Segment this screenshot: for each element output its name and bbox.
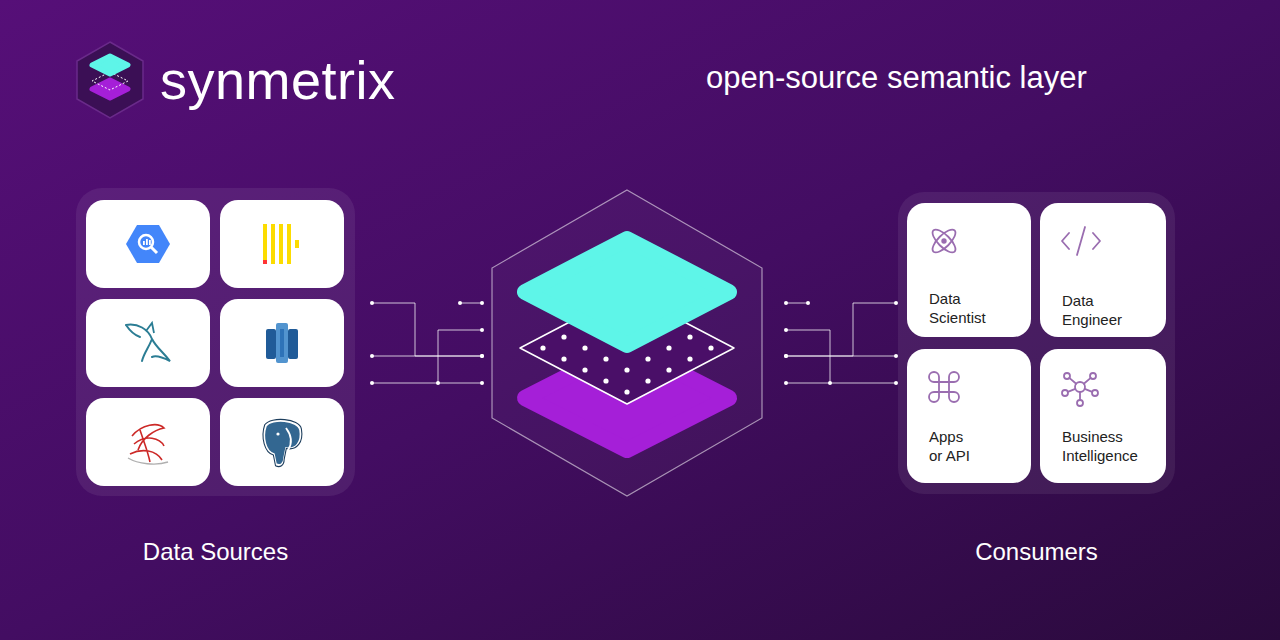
code-icon xyxy=(1040,203,1110,273)
layer-dot xyxy=(708,345,713,350)
sqlserver-logo xyxy=(128,425,168,464)
center-hexagon xyxy=(492,190,762,496)
source-tile xyxy=(86,200,210,288)
net-icon xyxy=(1040,349,1110,419)
logo-hexagon xyxy=(77,42,143,118)
wire-end xyxy=(370,354,374,358)
bigquery-logo xyxy=(126,225,170,263)
layer-dot xyxy=(603,378,608,383)
logo-mark xyxy=(77,42,143,118)
source-tile xyxy=(220,398,344,486)
brand-title: synmetrix xyxy=(160,50,396,110)
wire xyxy=(786,356,896,357)
wire xyxy=(786,303,808,304)
wire-end xyxy=(436,381,440,385)
logo-layer xyxy=(92,56,128,74)
layer-dot xyxy=(624,389,629,394)
layer-dot xyxy=(666,367,671,372)
wire-end xyxy=(480,354,484,358)
wire-end xyxy=(784,354,788,358)
wire-end xyxy=(370,381,374,385)
tile-label: Business Intelligence xyxy=(1062,427,1158,465)
wire xyxy=(372,383,482,384)
layer-dot xyxy=(582,345,587,350)
panel-heading: Data Sources xyxy=(76,538,355,566)
tagline: open-source semantic layer xyxy=(706,60,1087,96)
wire-end xyxy=(784,381,788,385)
wire-end xyxy=(370,301,374,305)
source-tile xyxy=(86,398,210,486)
layer-dot xyxy=(687,334,692,339)
wire-end xyxy=(784,328,788,332)
tile-label: Data Scientist xyxy=(929,289,1013,327)
wire-end xyxy=(480,328,484,332)
postgresql-logo xyxy=(263,419,302,466)
wire xyxy=(460,303,482,304)
layer-dot xyxy=(666,345,671,350)
layer-dot xyxy=(645,356,650,361)
consumer-tile: Data Scientist xyxy=(907,203,1031,337)
layer-dot xyxy=(561,356,566,361)
wire-end xyxy=(828,381,832,385)
wire-end xyxy=(480,354,484,358)
atom-icon xyxy=(907,203,977,273)
wire xyxy=(786,383,896,384)
wire-end xyxy=(784,301,788,305)
wires xyxy=(370,301,898,385)
redshift-logo xyxy=(266,323,298,363)
layer-dot xyxy=(645,378,650,383)
mysql-logo xyxy=(126,323,170,361)
consumer-tile: Data Engineer xyxy=(1040,203,1166,337)
layer-dot xyxy=(687,356,692,361)
layer-dot xyxy=(540,345,545,350)
consumer-tile: Business Intelligence xyxy=(1040,349,1166,483)
source-tile xyxy=(86,299,210,387)
wire-end xyxy=(784,354,788,358)
clickhouse-logo xyxy=(263,224,299,264)
semantic-layer-illustration xyxy=(520,239,734,450)
panel-heading: Consumers xyxy=(898,538,1175,566)
wire-end xyxy=(480,301,484,305)
source-logos xyxy=(76,188,355,496)
wire-end xyxy=(480,381,484,385)
layer-dot xyxy=(582,367,587,372)
sources-panel: Data Sources xyxy=(76,188,355,496)
tile-label: Data Engineer xyxy=(1062,291,1146,329)
consumers-panel: Data Scientist Data EngineerApps or API Bu… xyxy=(898,192,1175,494)
tile-label: Apps or API xyxy=(929,427,977,465)
wire xyxy=(372,356,482,357)
source-tile xyxy=(220,299,344,387)
wire-end xyxy=(458,301,462,305)
layer-dot xyxy=(624,367,629,372)
logo-layer xyxy=(92,80,128,98)
wire xyxy=(438,330,482,383)
cmd-icon xyxy=(907,349,977,419)
wire-end xyxy=(806,301,810,305)
layer-dot xyxy=(603,356,608,361)
top-layer xyxy=(525,239,729,345)
source-tile xyxy=(220,200,344,288)
wire xyxy=(786,330,830,383)
consumer-tile: Apps or API xyxy=(907,349,1031,483)
layer-dot xyxy=(561,334,566,339)
